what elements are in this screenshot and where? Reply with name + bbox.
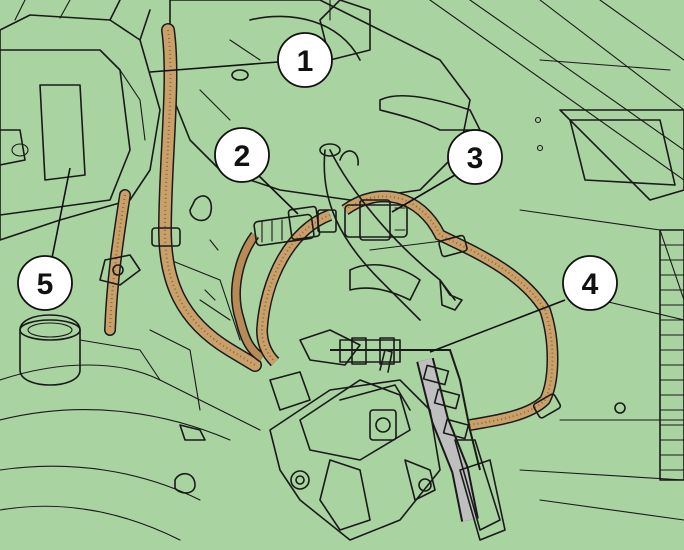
leader-lines — [51, 61, 566, 353]
lower-engine-lines — [0, 239, 451, 541]
callout-label-5: 5 — [37, 268, 54, 301]
leader-line-1 — [149, 61, 279, 73]
callout-5: 5 — [17, 255, 73, 311]
callout-label-2: 2 — [234, 140, 251, 173]
leader-line-4 — [429, 299, 566, 353]
callout-1: 1 — [277, 32, 333, 88]
engine-mount-bracket — [269, 329, 441, 541]
callout-label-4: 4 — [582, 268, 599, 301]
leader-line-3 — [391, 174, 456, 213]
oxygen-sensor-connector — [253, 205, 337, 247]
callouts: 1 2 3 4 5 — [17, 32, 618, 311]
callout-3: 3 — [447, 129, 503, 185]
callout-label-1: 1 — [297, 45, 314, 78]
leader-line-2 — [254, 171, 299, 215]
engine-block — [169, 0, 481, 222]
callout-label-3: 3 — [467, 142, 484, 175]
wire-harness-left — [99, 23, 262, 372]
callout-4: 4 — [562, 255, 618, 311]
air-filter-housing — [0, 0, 161, 241]
callout-2: 2 — [214, 127, 270, 183]
leader-line-5 — [51, 167, 71, 259]
body-panel-lines — [429, 0, 684, 521]
sensor-harness — [230, 149, 562, 541]
connector-plug — [344, 199, 408, 241]
